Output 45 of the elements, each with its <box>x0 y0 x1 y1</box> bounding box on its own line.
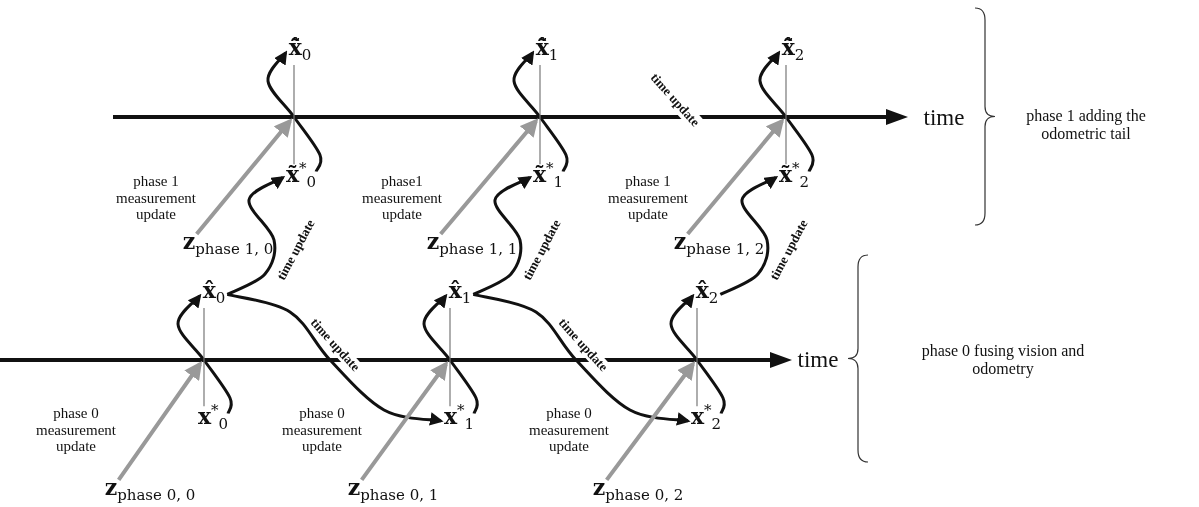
measurement-symbol: z$_{phase 1, 0}$ <box>182 229 274 259</box>
phase-label: phase 0 fusing vision and odometry <box>920 342 1086 378</box>
tick-line <box>203 307 205 407</box>
measurement-symbol: z$_{phase 0, 2}$ <box>592 475 684 505</box>
axis-label: time <box>797 347 839 373</box>
measurement-arrow <box>686 118 785 236</box>
edge-label: phase1 measurement update <box>361 173 443 223</box>
measurement-arrow <box>195 118 293 236</box>
tick-line <box>696 307 698 407</box>
measurement-arrow <box>117 361 203 482</box>
phase-label: phase 1 adding the odometric tail <box>1025 107 1147 143</box>
curved-arrow <box>758 50 815 173</box>
edge-label: phase 0 measurement update <box>281 405 363 455</box>
measurement-arrow <box>439 118 539 236</box>
edge-label: phase 0 measurement update <box>528 405 610 455</box>
curved-arrow <box>512 50 569 173</box>
edge-label: phase 1 measurement update <box>607 173 689 223</box>
curved-arrow <box>473 292 691 427</box>
measurement-symbol: z$_{phase 1, 1}$ <box>426 229 518 259</box>
measurement-symbol: z$_{phase 1, 2}$ <box>673 229 765 259</box>
edge-label: phase 1 measurement update <box>115 173 197 223</box>
curved-arrow <box>226 176 286 296</box>
state-estimate: x̃̂$_{1}$ <box>535 35 559 65</box>
curved-arrow <box>669 293 726 415</box>
edge-label: phase 0 measurement update <box>35 405 117 455</box>
curved-arrow <box>227 292 444 427</box>
tick-line <box>449 307 451 407</box>
measurement-arrow <box>605 361 696 482</box>
curved-arrow <box>266 50 323 173</box>
state-estimate: x̂$_{1}$ <box>448 278 472 308</box>
state-estimate: x̃̂$_{2}$ <box>781 35 805 65</box>
measurement-symbol: z$_{phase 0, 0}$ <box>104 475 196 505</box>
curved-arrow <box>176 293 233 415</box>
state-estimate: x̃̂$_{0}$ <box>288 35 312 65</box>
tick-line <box>539 64 541 165</box>
measurement-symbol: z$_{phase 0, 1}$ <box>347 475 439 505</box>
axis-label: time <box>923 105 965 131</box>
state-estimate: x̂$_{2}$ <box>695 278 719 308</box>
tick-line <box>785 64 787 165</box>
curved-arrow <box>422 293 479 415</box>
curved-arrow <box>719 176 779 296</box>
curved-arrow <box>472 176 533 296</box>
tick-line <box>293 64 295 165</box>
measurement-arrow <box>360 361 449 482</box>
state-estimate: x̂$_{0}$ <box>202 278 226 308</box>
